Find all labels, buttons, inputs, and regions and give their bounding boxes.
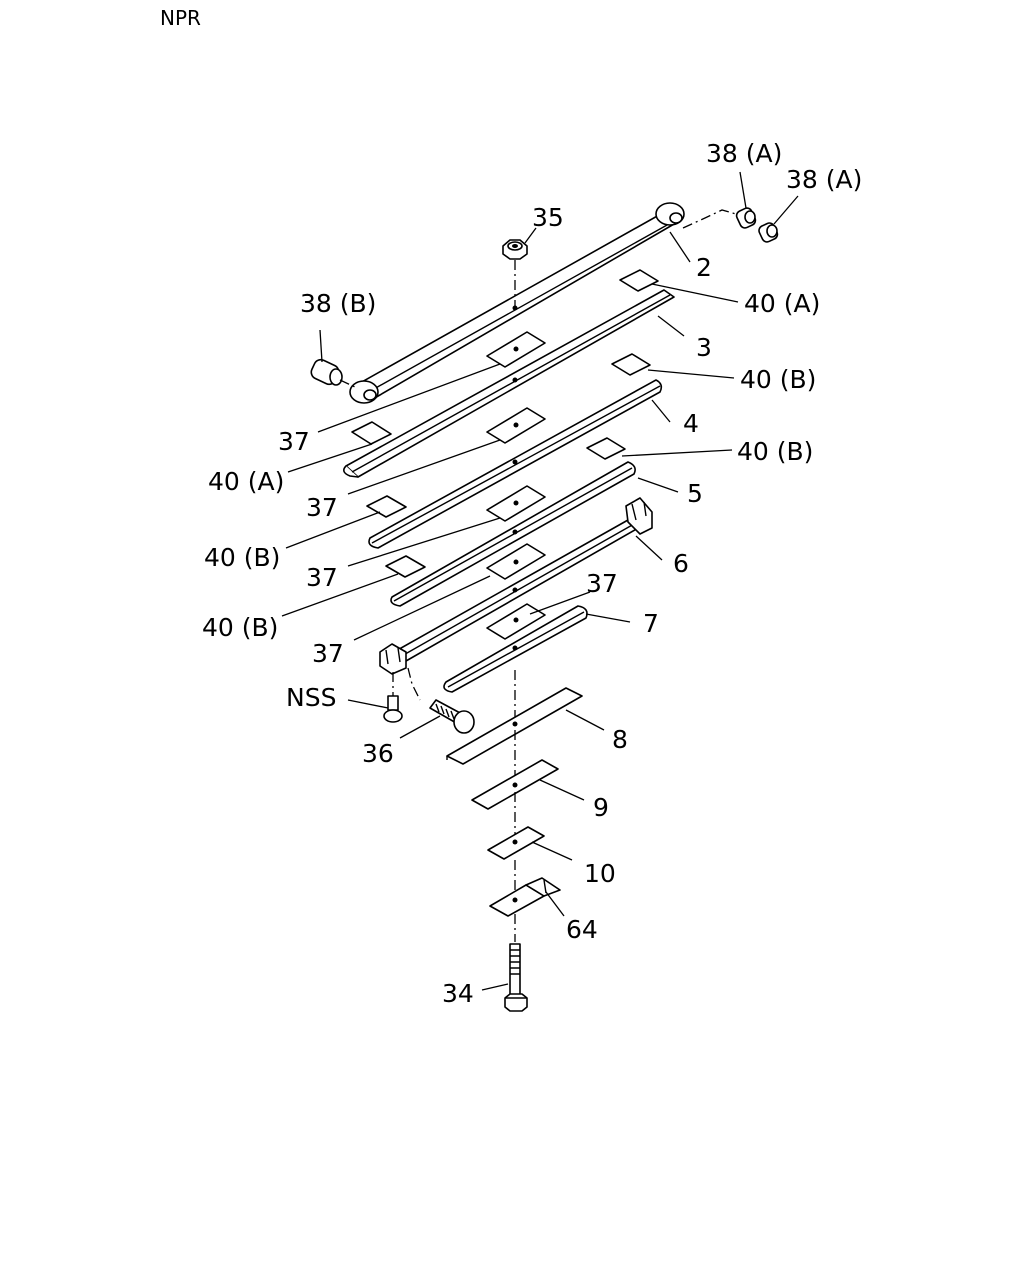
pad-40b-3 [586,437,626,460]
label-38a-1: 38 (A) [706,139,782,168]
label-9: 9 [593,793,609,822]
label-37-5: 37 [312,639,344,668]
label-40b-4: 40 (B) [202,613,278,642]
pad-40a-1 [619,269,659,292]
label-37-2: 37 [306,493,338,522]
label-40b-1: 40 (B) [740,365,816,394]
bushing-38a-2 [758,222,779,243]
leaf-spring-3 [342,289,675,478]
label-3: 3 [696,333,712,362]
label-35: 35 [532,203,564,232]
page-title: NPR [160,6,201,30]
pad-40b-2 [366,495,407,518]
label-38b: 38 (B) [300,289,376,318]
label-40b-3: 40 (B) [204,543,280,572]
label-37-1: 37 [278,427,310,456]
plate-8 [446,687,583,765]
label-38a-2: 38 (A) [786,165,862,194]
leader-lines [281,171,799,991]
label-36: 36 [362,739,394,768]
label-40b-2: 40 (B) [737,437,813,466]
label-8: 8 [612,725,628,754]
pad-40b-4 [385,555,426,578]
label-4: 4 [683,409,699,438]
plate-10 [487,826,545,860]
plate-9 [471,759,559,810]
label-6: 6 [673,549,689,578]
label-5: 5 [687,479,703,508]
label-37-3: 37 [306,563,338,592]
label-40a-1: 40 (A) [744,289,820,318]
nut-35 [502,239,528,260]
pad-40b-1 [611,353,651,376]
leaf-spring-5 [390,461,636,607]
label-34: 34 [442,979,474,1008]
label-nss: NSS [286,683,336,712]
nss-bolt [383,672,403,723]
bolt-36 [429,699,475,734]
label-64: 64 [566,915,598,944]
label-2: 2 [696,253,712,282]
label-10: 10 [584,859,616,888]
bolt-34 [504,943,528,1012]
label-7: 7 [643,609,659,638]
pad-40a-2 [351,421,392,445]
label-37-4: 37 [586,569,618,598]
part-labels: 38 (A) 38 (A) 35 2 38 (B) 40 (A) 3 40 (B… [202,139,862,1008]
leaf-spring-2 [349,202,685,404]
bracket-64 [489,877,561,917]
bushing-38b [310,358,343,386]
bushing-38a-1 [735,207,757,229]
label-40a-2: 40 (A) [208,467,284,496]
